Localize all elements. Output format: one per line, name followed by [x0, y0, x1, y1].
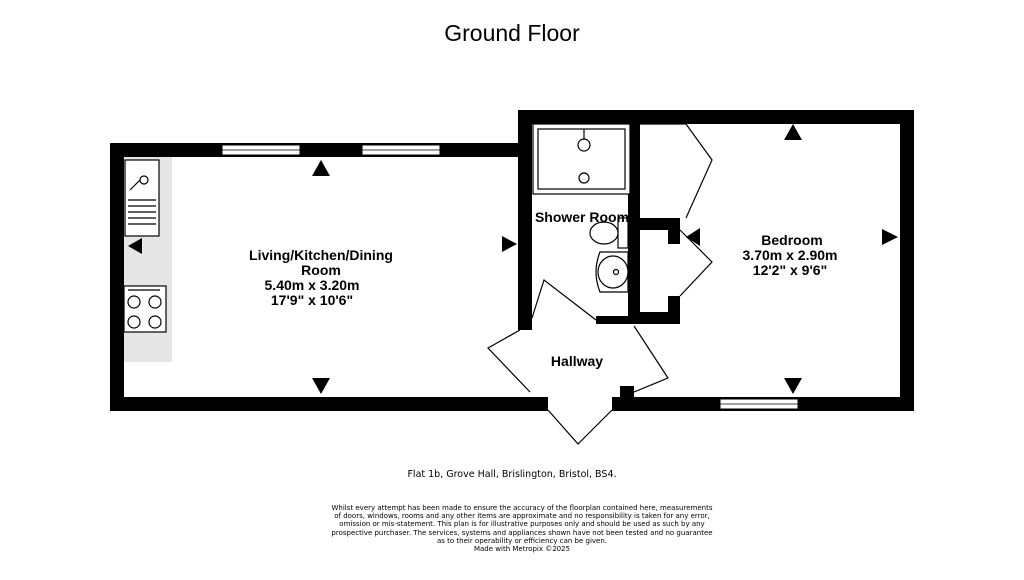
kitchen-sink [124, 159, 160, 237]
arrows [128, 124, 898, 394]
disclaimer-line: as to their operability or efficiency ca… [436, 536, 608, 545]
disclaimer-credit: Made with Metropix ©2025 [473, 545, 571, 554]
toilet [589, 217, 629, 249]
bedroom-metric: 3.70m x 2.90m [743, 247, 838, 263]
doors [487, 123, 713, 445]
property-address: Flat 1b, Grove Hall, Brislington, Bristo… [407, 469, 617, 480]
disclaimer: Whilst every attempt has been made to en… [312, 504, 732, 553]
living-room-walls [110, 143, 548, 411]
page-title: Ground Floor [444, 20, 580, 46]
shower-tray [532, 123, 631, 195]
living-room-metric: 5.40m x 3.20m [265, 277, 360, 293]
disclaimer-line: Whilst every attempt has been made to en… [331, 504, 713, 512]
disclaimer-line: of doors, windows, rooms and any other i… [334, 512, 710, 521]
disclaimer-line: omission or mis-statement. This plan is … [339, 520, 705, 529]
bedroom-imperial: 12'2" x 9'6" [753, 262, 827, 278]
wash-basin [595, 251, 629, 293]
living-room-name-line2: Room [301, 262, 341, 278]
shower-room-name: Shower Room [535, 209, 629, 225]
living-room-name-line1: Living/Kitchen/Dining [249, 247, 393, 263]
disclaimer-line: prospective purchaser. The services, sys… [331, 528, 713, 537]
bedroom-name: Bedroom [761, 232, 822, 248]
cooker-hob [123, 285, 167, 333]
hallway-name: Hallway [551, 353, 603, 369]
bedroom-shower-walls [518, 110, 914, 411]
living-room-imperial: 17'9" x 10'6" [271, 292, 353, 308]
